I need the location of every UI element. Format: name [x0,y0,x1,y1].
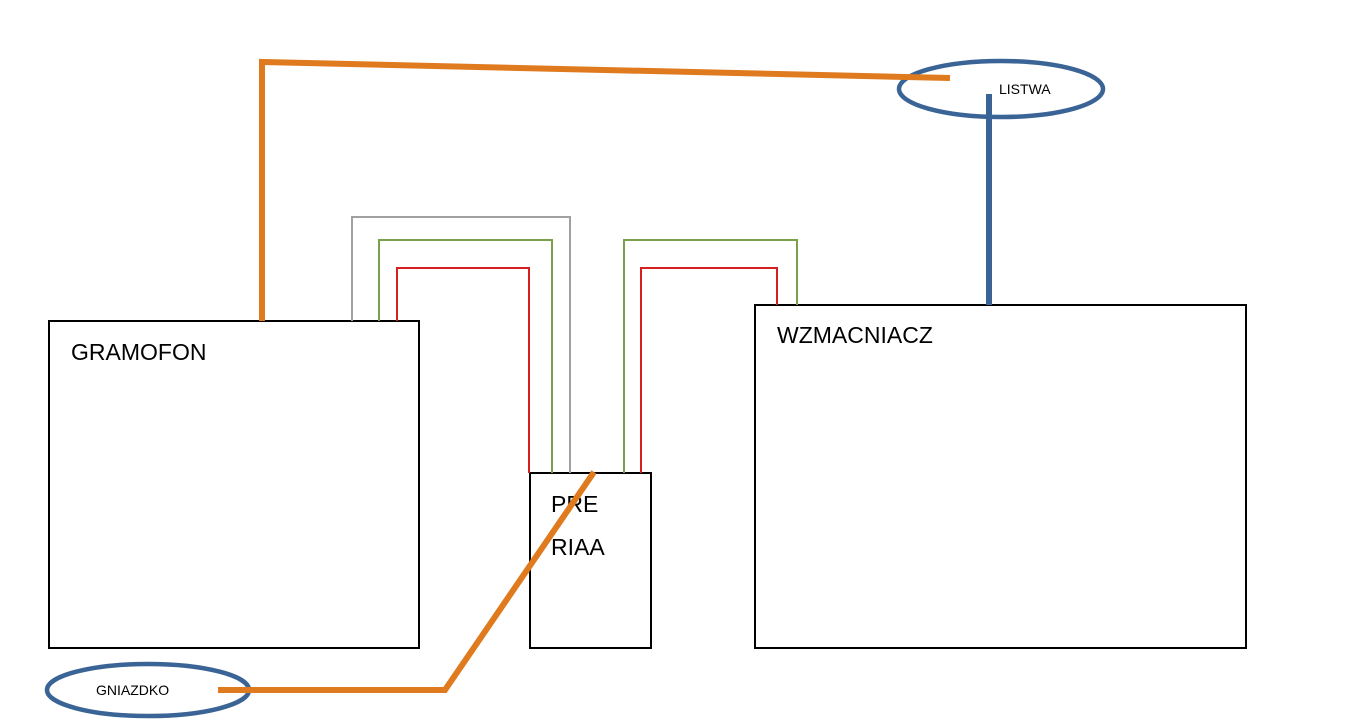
pre-riaa-power-cable [218,470,597,693]
wzmacniacz-box [754,304,1247,649]
gramofon-power-cable [259,58,951,321]
listwa-power-strip: LISTWA [896,58,1106,120]
signal-cable-green-gramofon-pre [378,239,553,473]
signal-cable-red-gramofon-pre [396,267,530,473]
gniazdko-label: GNIAZDKO [96,682,169,698]
pre-riaa-label-line2: RIAA [551,534,605,560]
pre-riaa-device: PRE RIAA [529,472,652,649]
gramofon-box [48,320,420,649]
listwa-label: LISTWA [999,81,1051,97]
ground-cable-gramofon-pre [351,216,571,473]
wzmacniacz-label: WZMACNIACZ [777,322,933,348]
gramofon-device: GRAMOFON [48,320,420,649]
wzmacniacz-device: WZMACNIACZ [754,304,1247,649]
signal-cable-red-pre-wzmacniacz [640,267,778,473]
gramofon-label: GRAMOFON [71,339,206,365]
listwa-ellipse [896,58,1106,120]
signal-cable-green-pre-wzmacniacz [623,239,798,473]
pre-riaa-box [529,472,652,649]
